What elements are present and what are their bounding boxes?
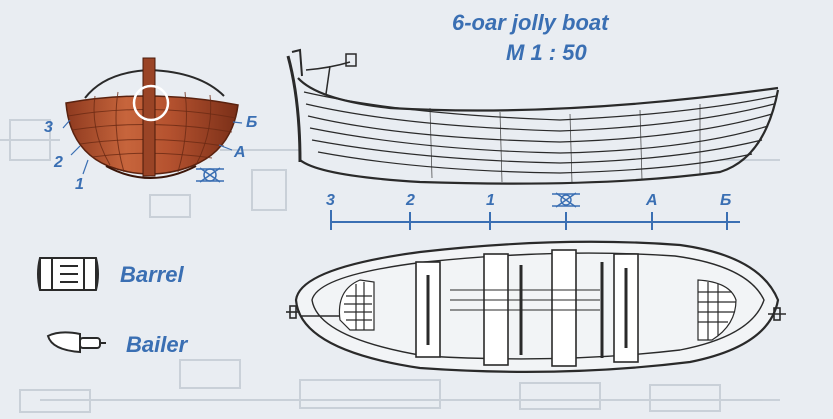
legend-barrel-label: Barrel [120, 262, 184, 287]
scale-label: Б [720, 192, 732, 209]
scale-label: 3 [326, 192, 335, 209]
sheer-stem [286, 55, 302, 163]
sheer-strakes [303, 91, 777, 174]
sheer-gunwale [297, 77, 779, 112]
plan-grating-bow [338, 279, 375, 331]
plan-bow-fitting [286, 305, 340, 319]
scale-label: 1 [486, 192, 495, 209]
barrel-icon [37, 257, 99, 291]
scale-label: A [646, 192, 658, 209]
body-station-label: Б [246, 114, 258, 131]
body-station-label: A [234, 144, 246, 161]
sheer-frames [429, 104, 701, 184]
sheer-keel [299, 89, 780, 185]
plan-view [286, 240, 786, 373]
scale-waterline-marker [552, 192, 580, 208]
station-scale [330, 192, 740, 230]
legend-bailer-label: Bailer [126, 332, 188, 357]
drawing-scale: M 1 : 50 [506, 40, 587, 65]
body-plan-frames [93, 91, 212, 173]
body-plan-waterline-marker [196, 167, 224, 183]
background-faint-drawing [0, 119, 780, 413]
body-station-label: 3 [44, 119, 53, 136]
body-station-label: 2 [54, 154, 63, 171]
sheer-top-fittings [305, 53, 357, 95]
plan-stern-fitting [768, 307, 786, 321]
scale-label: 2 [406, 192, 415, 209]
bailer-icon [46, 331, 106, 354]
drawing-title: 6-oar jolly boat [452, 10, 609, 35]
body-plan-keel-post [142, 57, 156, 177]
body-plan-detail-circle [132, 84, 170, 122]
plan-grating-stern [697, 279, 737, 341]
body-plan [62, 57, 243, 183]
plan-bottom-boards [450, 289, 600, 311]
body-station-label: 1 [75, 176, 84, 193]
sheer-profile [286, 48, 780, 185]
